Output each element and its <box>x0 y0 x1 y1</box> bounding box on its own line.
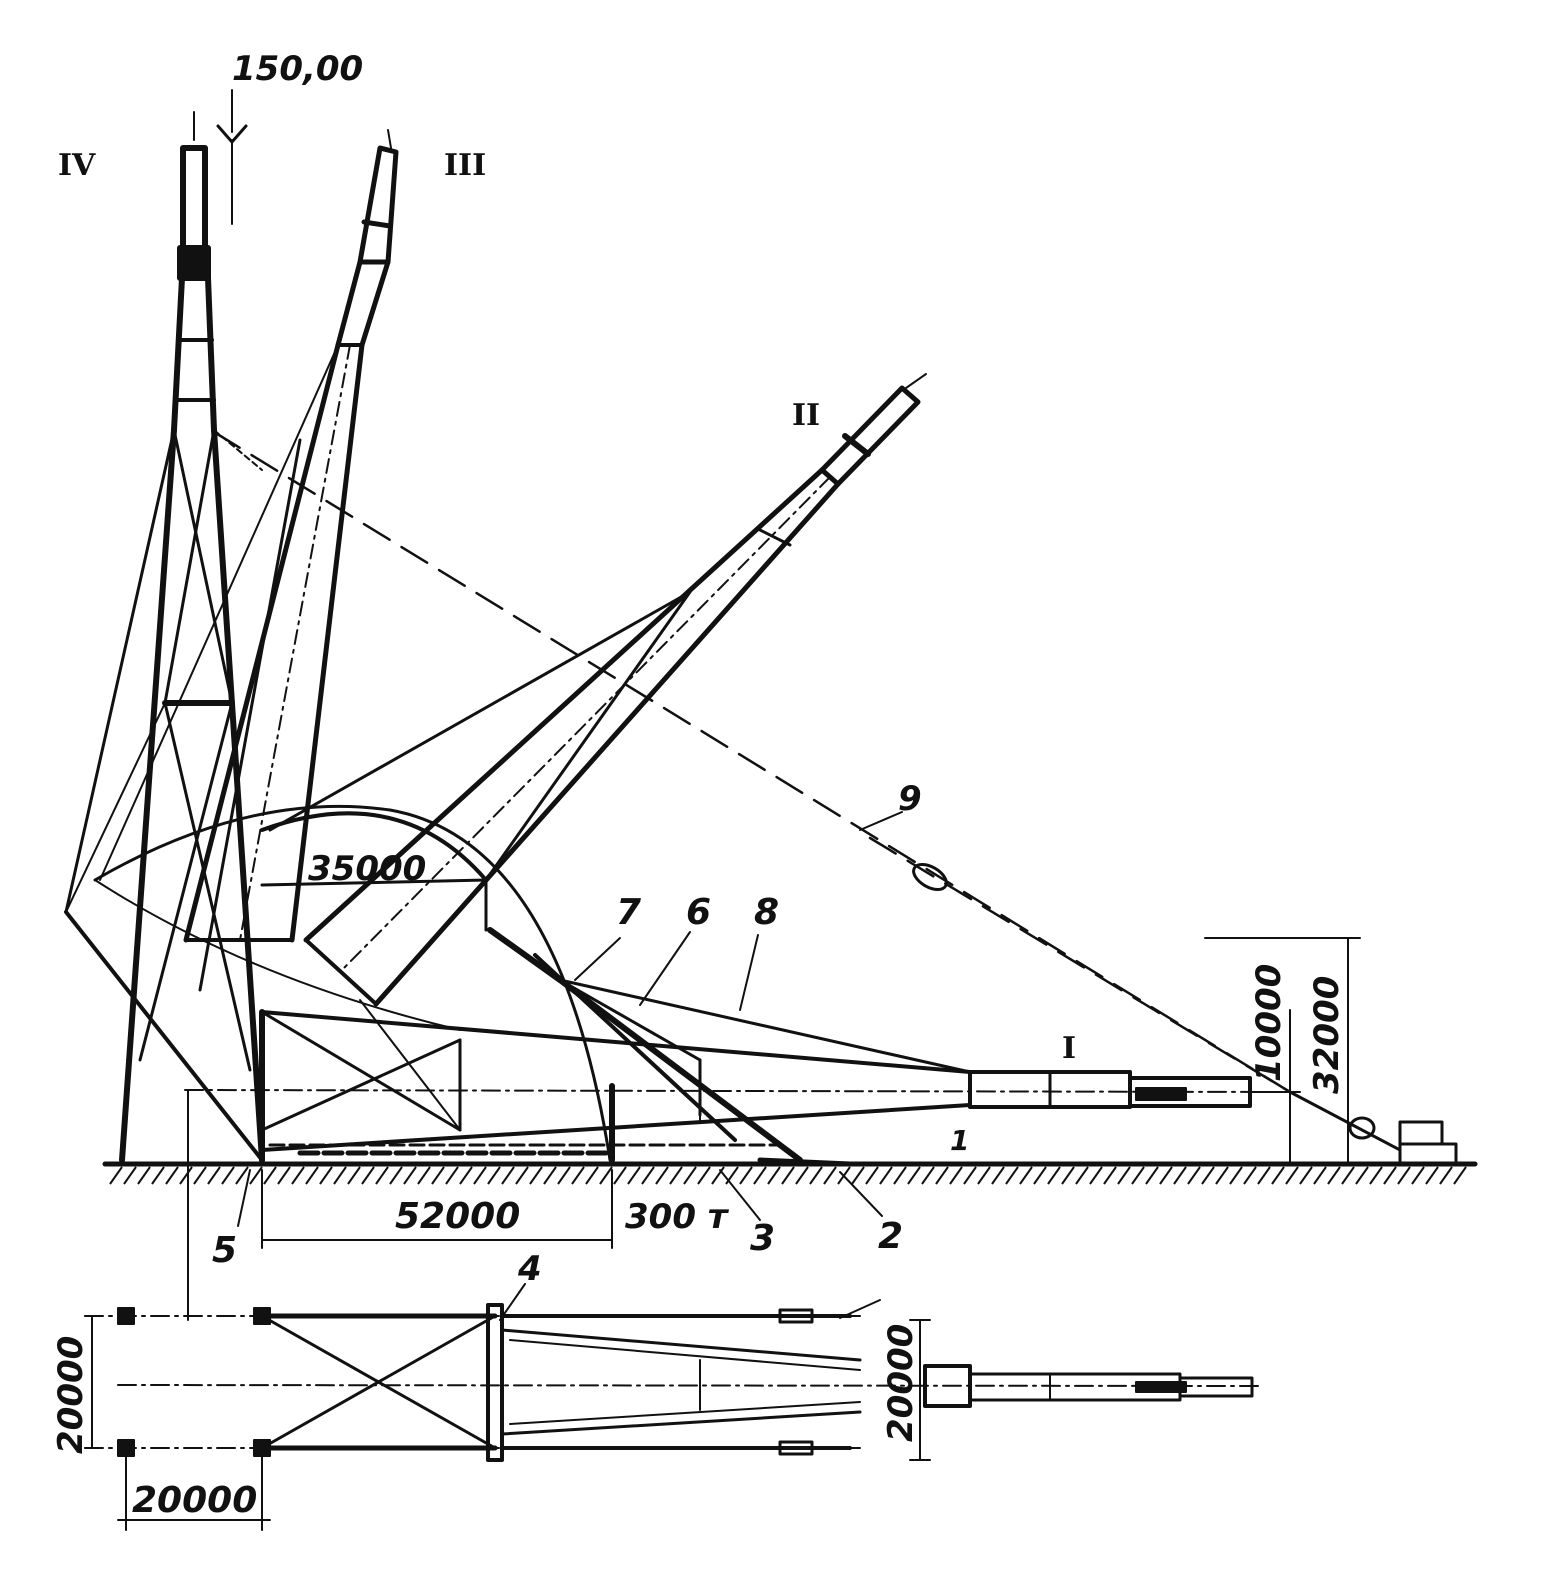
callout-1: 1 <box>950 1124 969 1157</box>
a-frame-struts <box>487 927 972 1167</box>
span-dimension: 52000 <box>395 1196 520 1237</box>
callout-leaders <box>237 811 903 1321</box>
callout-8: 8 <box>754 892 779 933</box>
ground <box>102 1161 1478 1185</box>
dimension-lines <box>187 89 1361 1321</box>
height-large-dimension: 32000 <box>1307 976 1347 1094</box>
plan-width-left-dimension: 20000 <box>51 1336 91 1454</box>
height-small-dimension: 10000 <box>1249 964 1289 1082</box>
callout-7: 7 <box>616 892 641 933</box>
top-elevation-mark: 150,00 <box>232 49 363 89</box>
tower-position-iii <box>99 129 399 992</box>
callout-2: 2 <box>878 1216 903 1257</box>
plan-width-right-dimension: 20000 <box>881 1324 921 1442</box>
callout-4: 4 <box>517 1249 542 1289</box>
text-labels: 150,00 IV III II I 35000 52000 300 т 100… <box>51 49 1347 1521</box>
position-iii-label: III <box>444 148 486 183</box>
callout-5: 5 <box>212 1230 237 1271</box>
position-i-label: I <box>1062 1031 1076 1066</box>
plan-view <box>84 1303 1261 1531</box>
tower-position-iv <box>64 111 265 1163</box>
position-iv-label: IV <box>58 148 96 183</box>
position-ii-label: II <box>792 398 820 433</box>
callout-9: 9 <box>898 779 922 819</box>
callout-3: 3 <box>750 1218 775 1259</box>
tower-position-i <box>184 999 1291 1163</box>
hoisting-rope <box>212 430 1458 1166</box>
plan-bottom-dimension: 20000 <box>132 1480 257 1521</box>
rotation-arc <box>93 804 612 1162</box>
radius-dimension: 35000 <box>308 849 426 889</box>
load-label: 300 т <box>625 1197 730 1237</box>
tower-position-ii <box>260 373 927 1007</box>
callout-6: 6 <box>686 892 711 933</box>
